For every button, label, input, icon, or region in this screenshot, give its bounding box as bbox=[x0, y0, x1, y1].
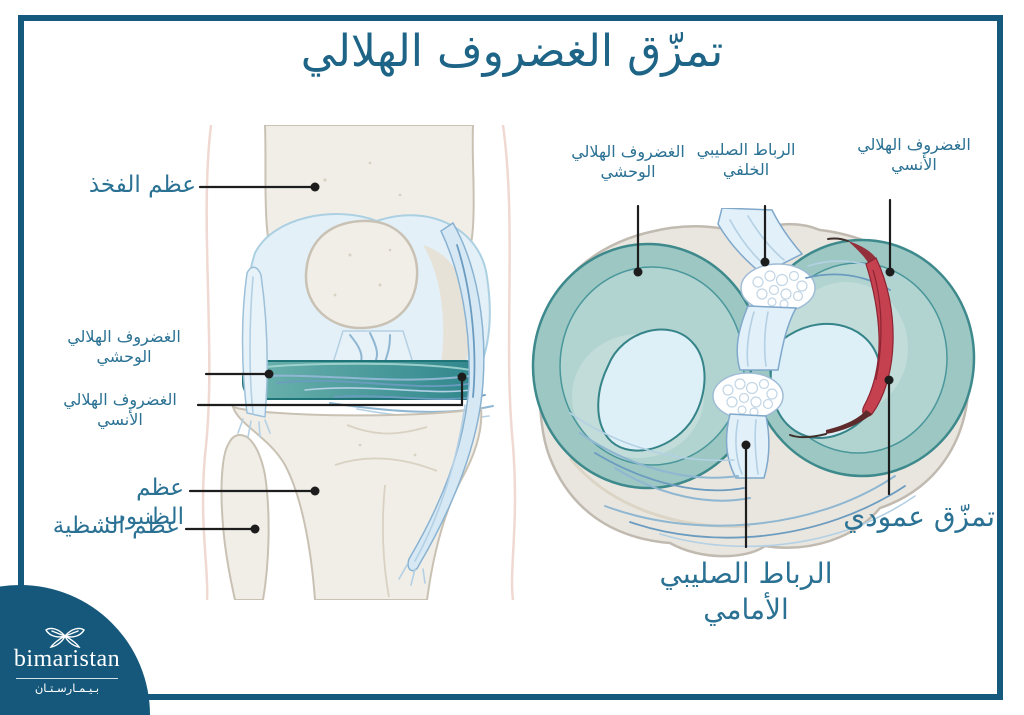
acl-line2: الأمامي bbox=[703, 592, 789, 626]
medial-meniscus-top-line2: الأنسي bbox=[891, 155, 937, 175]
medial-meniscus-left-label: الغضروف الهلالي الأنسي bbox=[50, 390, 190, 431]
femur-label-text: عظم الفخذ bbox=[88, 172, 196, 198]
lateral-meniscus-left-line2: الوحشي bbox=[96, 347, 152, 367]
cruciate-fan bbox=[331, 330, 415, 364]
medial-meniscus-left-line1: الغضروف الهلالي bbox=[63, 390, 177, 409]
pcl-line2: الخلفي bbox=[722, 160, 770, 180]
femur-label: عظم الفخذ bbox=[52, 171, 196, 200]
fibula-label-text: عظم الشظية bbox=[52, 513, 180, 539]
medial-meniscus-top-label: الغضروف الهلالي الأنسي bbox=[836, 135, 992, 176]
logo-wordmark-arabic: بـيـمـارسـتـان bbox=[34, 681, 100, 695]
fibula-label: عظم الشظية bbox=[52, 512, 180, 541]
acl-stump bbox=[712, 372, 784, 420]
fibula-bone-shape bbox=[220, 434, 270, 600]
lateral-meniscus-left-label: الغضروف الهلالي الوحشي bbox=[54, 327, 194, 368]
crossed-leaves-icon bbox=[45, 627, 85, 648]
lateral-meniscus-top-line1: الغضروف الهلالي bbox=[571, 142, 685, 161]
lateral-meniscus-left-line1: الغضروف الهلالي bbox=[67, 327, 181, 346]
pcl-label: الرباط الصليبي الخلفي bbox=[686, 140, 806, 181]
lateral-condyle-area bbox=[597, 328, 706, 452]
logo-divider bbox=[16, 678, 118, 679]
tear-top-hook bbox=[848, 241, 876, 266]
skin-contour-left bbox=[201, 125, 213, 600]
medial-meniscus-top-line1: الغضروف الهلالي bbox=[857, 135, 971, 154]
acl-label: الرباط الصليبي الأمامي bbox=[628, 556, 864, 628]
patella-shape bbox=[304, 219, 419, 330]
acl-line1: الرباط الصليبي bbox=[659, 557, 833, 590]
medial-meniscus-left-line2: الأنسي bbox=[97, 410, 143, 430]
acl-band bbox=[725, 413, 770, 479]
lateral-meniscus-top-label: الغضروف الهلالي الوحشي bbox=[558, 142, 698, 183]
logo-wordmark-latin: bimaristan bbox=[13, 646, 121, 672]
vertical-tear-label-text: تمزّق عمودي bbox=[843, 500, 995, 533]
vertical-tear-label: تمزّق عمودي bbox=[825, 499, 995, 535]
medial-ligament-shape bbox=[407, 221, 485, 572]
tibia-label-text: عظم الظنبوب bbox=[104, 475, 184, 531]
tibia-label: عظم الظنبوب bbox=[54, 474, 184, 533]
skin-contour-right bbox=[501, 125, 517, 600]
pcl-line1: الرباط الصليبي bbox=[696, 140, 796, 159]
tear-bottom-tail bbox=[826, 410, 872, 434]
lateral-meniscus-top-line2: الوحشي bbox=[600, 162, 656, 182]
lateral-ligament-shape bbox=[241, 266, 268, 418]
knee-front-illustration bbox=[201, 125, 517, 600]
border-frame bbox=[18, 15, 1003, 700]
page-title: تمزّق الغضروف الهلالي bbox=[300, 26, 724, 77]
pcl-stump bbox=[740, 263, 816, 313]
